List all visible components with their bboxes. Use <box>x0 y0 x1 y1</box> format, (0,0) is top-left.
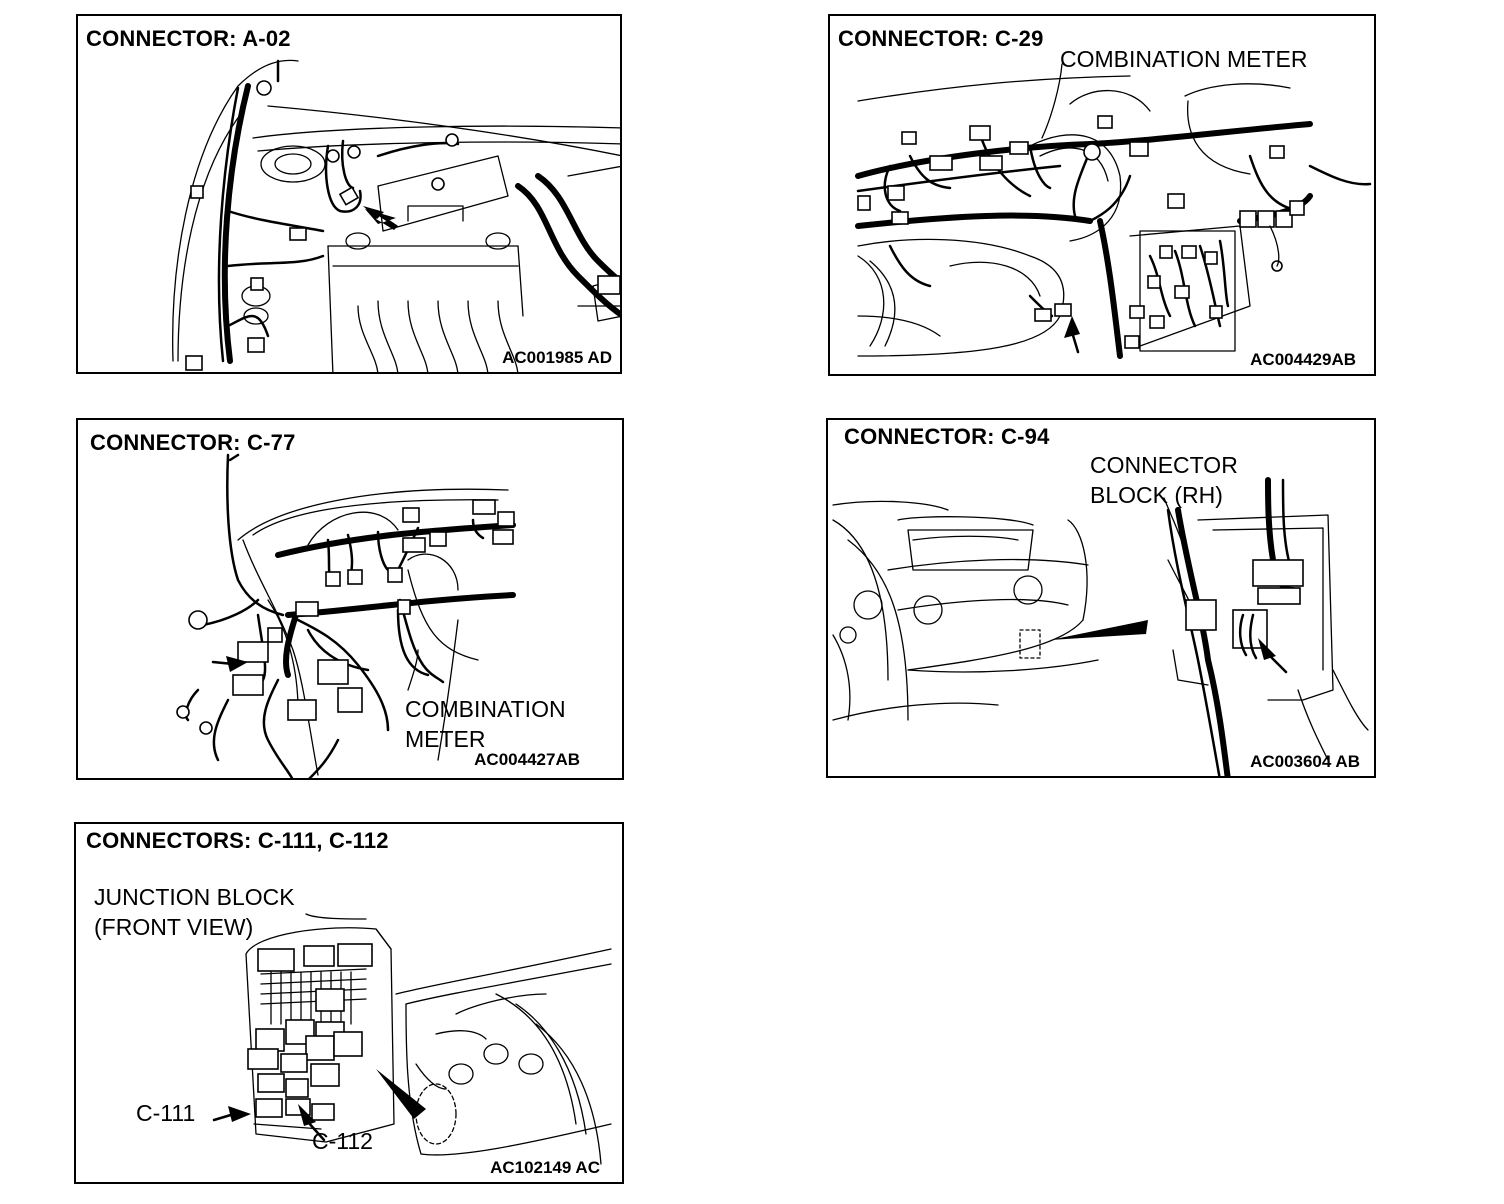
dashboard-harness-illustration <box>855 63 1372 359</box>
label-line-2: BLOCK (RH) <box>1090 482 1223 508</box>
panel-connector-c77: CONNECTOR: C-77 COMBINATION METER AC0044… <box>76 418 624 780</box>
combination-meter-label: COMBINATION METER <box>405 694 566 754</box>
pointer-arrow-c112 <box>298 1104 316 1126</box>
panel-connector-a02: CONNECTOR: A-02 AC001985 AD <box>76 14 622 374</box>
panel-title: CONNECTOR: A-02 <box>86 26 291 51</box>
pointer-arrow-c29 <box>1064 316 1080 338</box>
panel-title: CONNECTOR: C-77 <box>90 430 296 455</box>
label-line-1: COMBINATION <box>405 696 566 722</box>
pointer-arrow-c77 <box>226 656 248 672</box>
c111-label: C-111 <box>136 1100 196 1126</box>
pointer-arrow-c94 <box>1258 638 1276 660</box>
pointer-wedge-c111 <box>376 1069 426 1119</box>
panel-connector-c94: CONNECTOR: C-94 CONNECTOR BLOCK (RH) AC0… <box>826 418 1376 778</box>
engine-bay-illustration <box>172 59 620 372</box>
label-line-1: CONNECTOR <box>1090 452 1238 478</box>
panel-title: CONNECTOR: C-29 <box>838 26 1044 51</box>
panel-connectors-c111-c112: CONNECTORS: C-111, C-112 JUNCTION BLOCK … <box>74 822 624 1184</box>
label-line-2: METER <box>405 726 486 752</box>
figure-code: AC004427AB <box>474 750 580 769</box>
label-line-1: JUNCTION BLOCK <box>94 884 295 910</box>
meter-harness-illustration <box>176 453 516 778</box>
pointer-arrow-c111 <box>228 1106 251 1122</box>
combination-meter-label: COMBINATION METER <box>1060 46 1308 72</box>
panel-title: CONNECTOR: C-94 <box>844 424 1050 449</box>
figure-code: AC001985 AD <box>502 348 612 367</box>
figure-code: AC102149 AC <box>490 1158 600 1177</box>
label-line-2: (FRONT VIEW) <box>94 914 254 940</box>
figure-code: AC004429AB <box>1250 350 1356 369</box>
pointer-wedge-c94 <box>1050 620 1148 640</box>
instrument-panel-illustration <box>832 477 1369 776</box>
junction-block-label: JUNCTION BLOCK (FRONT VIEW) <box>94 882 295 942</box>
connector-block-label: CONNECTOR BLOCK (RH) <box>1090 450 1238 510</box>
panel-connector-c29: CONNECTOR: C-29 COMBINATION METER AC0044… <box>828 14 1376 376</box>
panel-title: CONNECTORS: C-111, C-112 <box>86 828 389 853</box>
figure-code: AC003604 AB <box>1250 752 1360 771</box>
c112-label: C-112 <box>312 1128 373 1154</box>
junction-block-illustration <box>212 913 612 1165</box>
